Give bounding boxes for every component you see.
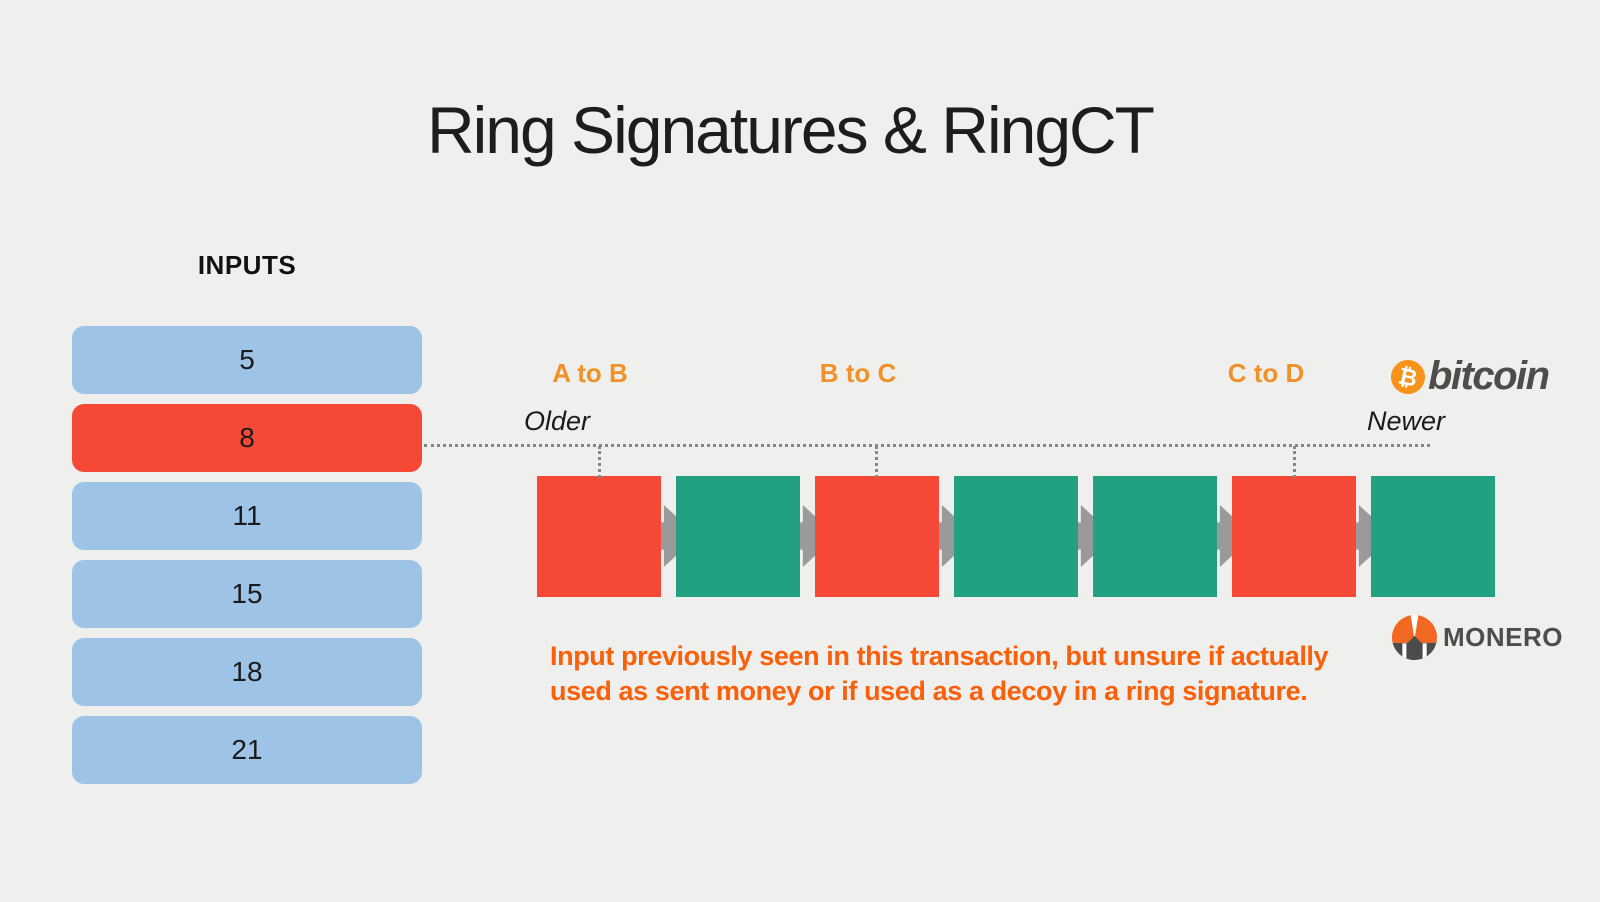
timeline-dotted-line xyxy=(424,444,1430,447)
input-value: 8 xyxy=(239,422,255,453)
input-box-15: 15 xyxy=(72,560,422,628)
input-value: 15 xyxy=(231,578,263,609)
note-text: Input previously seen in this transactio… xyxy=(550,639,1329,709)
input-value: 5 xyxy=(239,344,255,375)
inputs-heading: INPUTS xyxy=(197,250,297,280)
monero-logo: MONERO xyxy=(1392,615,1563,660)
bitcoin-wordmark: bitcoin xyxy=(1428,354,1550,398)
tx-block-3-seen xyxy=(815,476,939,597)
transfer-label-3: C to D xyxy=(1227,358,1305,388)
tx-block-4-unseen xyxy=(954,476,1078,597)
bitcoin-symbol: ₿ xyxy=(1396,361,1420,391)
transfer-label-1: A to B xyxy=(552,358,628,388)
input-box-5: 5 xyxy=(72,326,422,394)
input-value: 21 xyxy=(231,734,263,765)
tx-block-7-unseen xyxy=(1371,476,1495,597)
note-line-2: used as sent money or if used as a decoy… xyxy=(550,676,1308,706)
monero-icon xyxy=(1392,615,1437,660)
transfer-drop-line-2 xyxy=(875,446,878,478)
input-box-11: 11 xyxy=(72,482,422,550)
input-value: 11 xyxy=(232,500,262,531)
monero-wordmark: MONERO xyxy=(1443,622,1563,652)
transfer-drop-line-3 xyxy=(1293,446,1296,478)
transfer-drop-line-1 xyxy=(598,446,601,478)
tx-block-1-seen xyxy=(537,476,661,597)
page-title: Ring Signatures & RingCT xyxy=(426,93,1155,167)
tx-block-2-unseen xyxy=(676,476,800,597)
input-value: 18 xyxy=(231,656,263,687)
transfer-label-2: B to C xyxy=(819,358,897,388)
input-box-8: 8 xyxy=(72,404,422,472)
input-box-21: 21 xyxy=(72,716,422,784)
bitcoin-logo: ₿ bitcoin xyxy=(1387,354,1550,399)
older-label: Older xyxy=(523,406,591,436)
input-box-18: 18 xyxy=(72,638,422,706)
bitcoin-icon: ₿ xyxy=(1387,356,1429,397)
tx-block-5-unseen xyxy=(1093,476,1217,597)
note-line-1: Input previously seen in this transactio… xyxy=(550,641,1329,671)
newer-label: Newer xyxy=(1366,406,1446,436)
tx-block-6-seen xyxy=(1232,476,1356,597)
